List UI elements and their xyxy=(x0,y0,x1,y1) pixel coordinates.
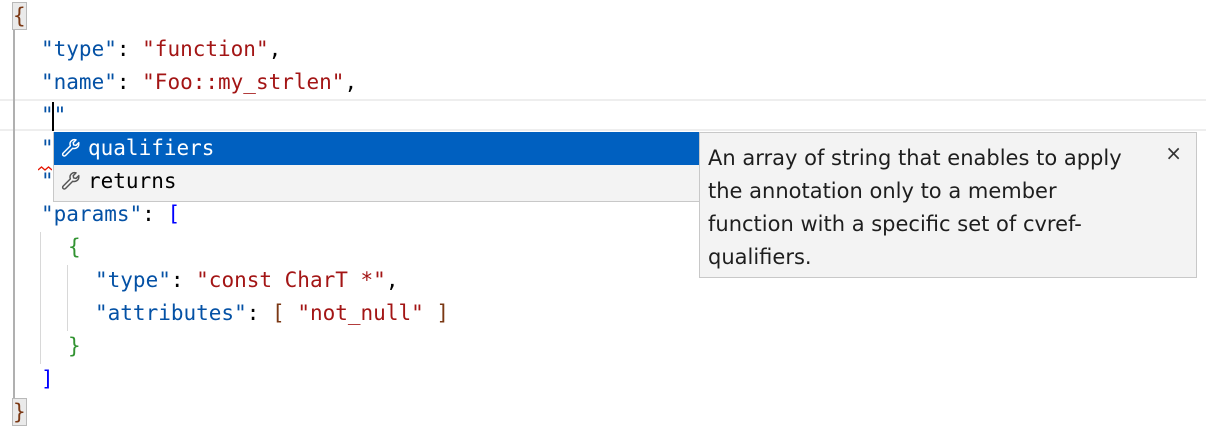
code-token: , xyxy=(385,268,399,292)
code-line[interactable]: " xyxy=(41,165,54,198)
code-token: " xyxy=(41,136,54,160)
suggestion-item-returns[interactable]: returns xyxy=(54,165,699,198)
suggestion-documentation: An array of string that enables to apply… xyxy=(708,146,1122,269)
wrench-icon xyxy=(54,132,88,165)
code-line[interactable]: } xyxy=(12,396,27,429)
code-token: "name" xyxy=(41,70,117,94)
code-token: " xyxy=(41,169,54,193)
matched-brace: { xyxy=(12,2,27,30)
wrench-icon xyxy=(54,165,88,198)
code-token: : xyxy=(170,268,197,292)
code-token: "type" xyxy=(95,268,171,292)
matched-brace: } xyxy=(12,398,27,426)
indent-guide-object xyxy=(67,265,68,331)
code-line[interactable]: "type": "const CharT *", xyxy=(95,264,398,297)
code-token: "params" xyxy=(41,202,143,226)
suggestion-label: returns xyxy=(88,169,177,193)
code-token: "type" xyxy=(41,37,117,61)
code-line[interactable]: { xyxy=(68,231,81,264)
code-line[interactable]: { xyxy=(12,0,27,33)
indent-guide-root xyxy=(13,30,15,400)
code-line[interactable]: ] xyxy=(41,363,54,396)
code-line[interactable]: "name": "Foo::my_strlen", xyxy=(41,66,357,99)
code-token: } xyxy=(68,334,81,358)
code-token: : xyxy=(142,202,168,226)
code-token: "const CharT *" xyxy=(196,268,386,292)
code-token: , xyxy=(344,70,358,94)
code-token: : xyxy=(246,301,273,325)
suggestion-details-panel: An array of string that enables to apply… xyxy=(699,132,1197,278)
error-squiggle xyxy=(38,166,52,171)
suggestion-widget[interactable]: qualifiers returns xyxy=(53,132,700,202)
text-cursor xyxy=(52,102,54,131)
code-token: "function" xyxy=(142,37,269,61)
code-token: ] xyxy=(41,367,54,391)
code-token: [ xyxy=(167,202,181,226)
code-line[interactable]: } xyxy=(68,330,81,363)
code-line[interactable]: " xyxy=(41,132,54,165)
code-token: { xyxy=(68,235,81,259)
code-line[interactable]: "type": "function", xyxy=(41,33,281,66)
suggestion-item-qualifiers[interactable]: qualifiers xyxy=(54,132,699,165)
code-token: : xyxy=(116,37,143,61)
code-token: , xyxy=(268,37,282,61)
code-line[interactable]: "params": [ xyxy=(41,198,180,231)
code-token: "not_null" xyxy=(297,301,424,325)
current-line-highlight xyxy=(0,99,1206,131)
code-token: "attributes" xyxy=(95,301,247,325)
code-token: "Foo::my_strlen" xyxy=(142,70,345,94)
code-token: ] xyxy=(423,301,450,325)
code-token: [ xyxy=(272,301,298,325)
indent-guide-params xyxy=(40,232,41,364)
close-icon[interactable]: × xyxy=(1165,141,1182,165)
code-line[interactable]: "attributes": [ "not_null" ] xyxy=(95,297,449,330)
code-token: : xyxy=(116,70,143,94)
suggestion-label: qualifiers xyxy=(88,136,215,160)
